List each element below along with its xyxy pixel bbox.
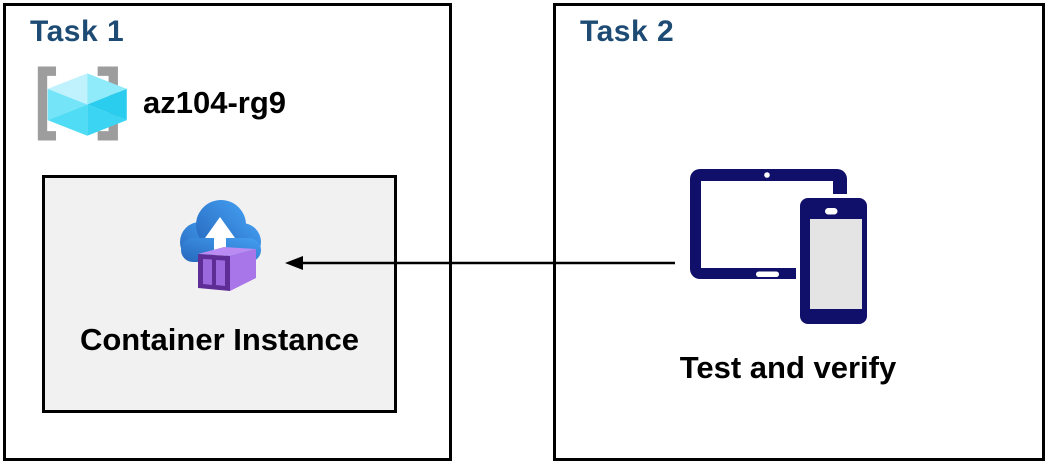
task1-title: Task 1 [30,15,125,48]
container-instance-box: Container Instance [42,175,397,413]
container-cube [198,247,256,291]
connector-arrow [285,256,675,270]
container-instance-label: Container Instance [79,322,360,357]
test-and-verify-label: Test and verify [679,350,897,385]
resource-group-label: az104-rg9 [143,85,287,120]
upload-arrow-icon [205,217,235,260]
tablet-phone-icon [690,169,871,327]
task2-panel: Task 2 Test and verify [553,3,1045,461]
resource-group-icon [37,66,127,140]
task2-title: Task 2 [580,15,675,48]
phone-icon [796,194,871,327]
container-instance-icon [180,200,261,291]
resource-group-row: az104-rg9 [33,64,286,142]
task1-panel: Task 1 az104-rg9 [3,3,452,461]
